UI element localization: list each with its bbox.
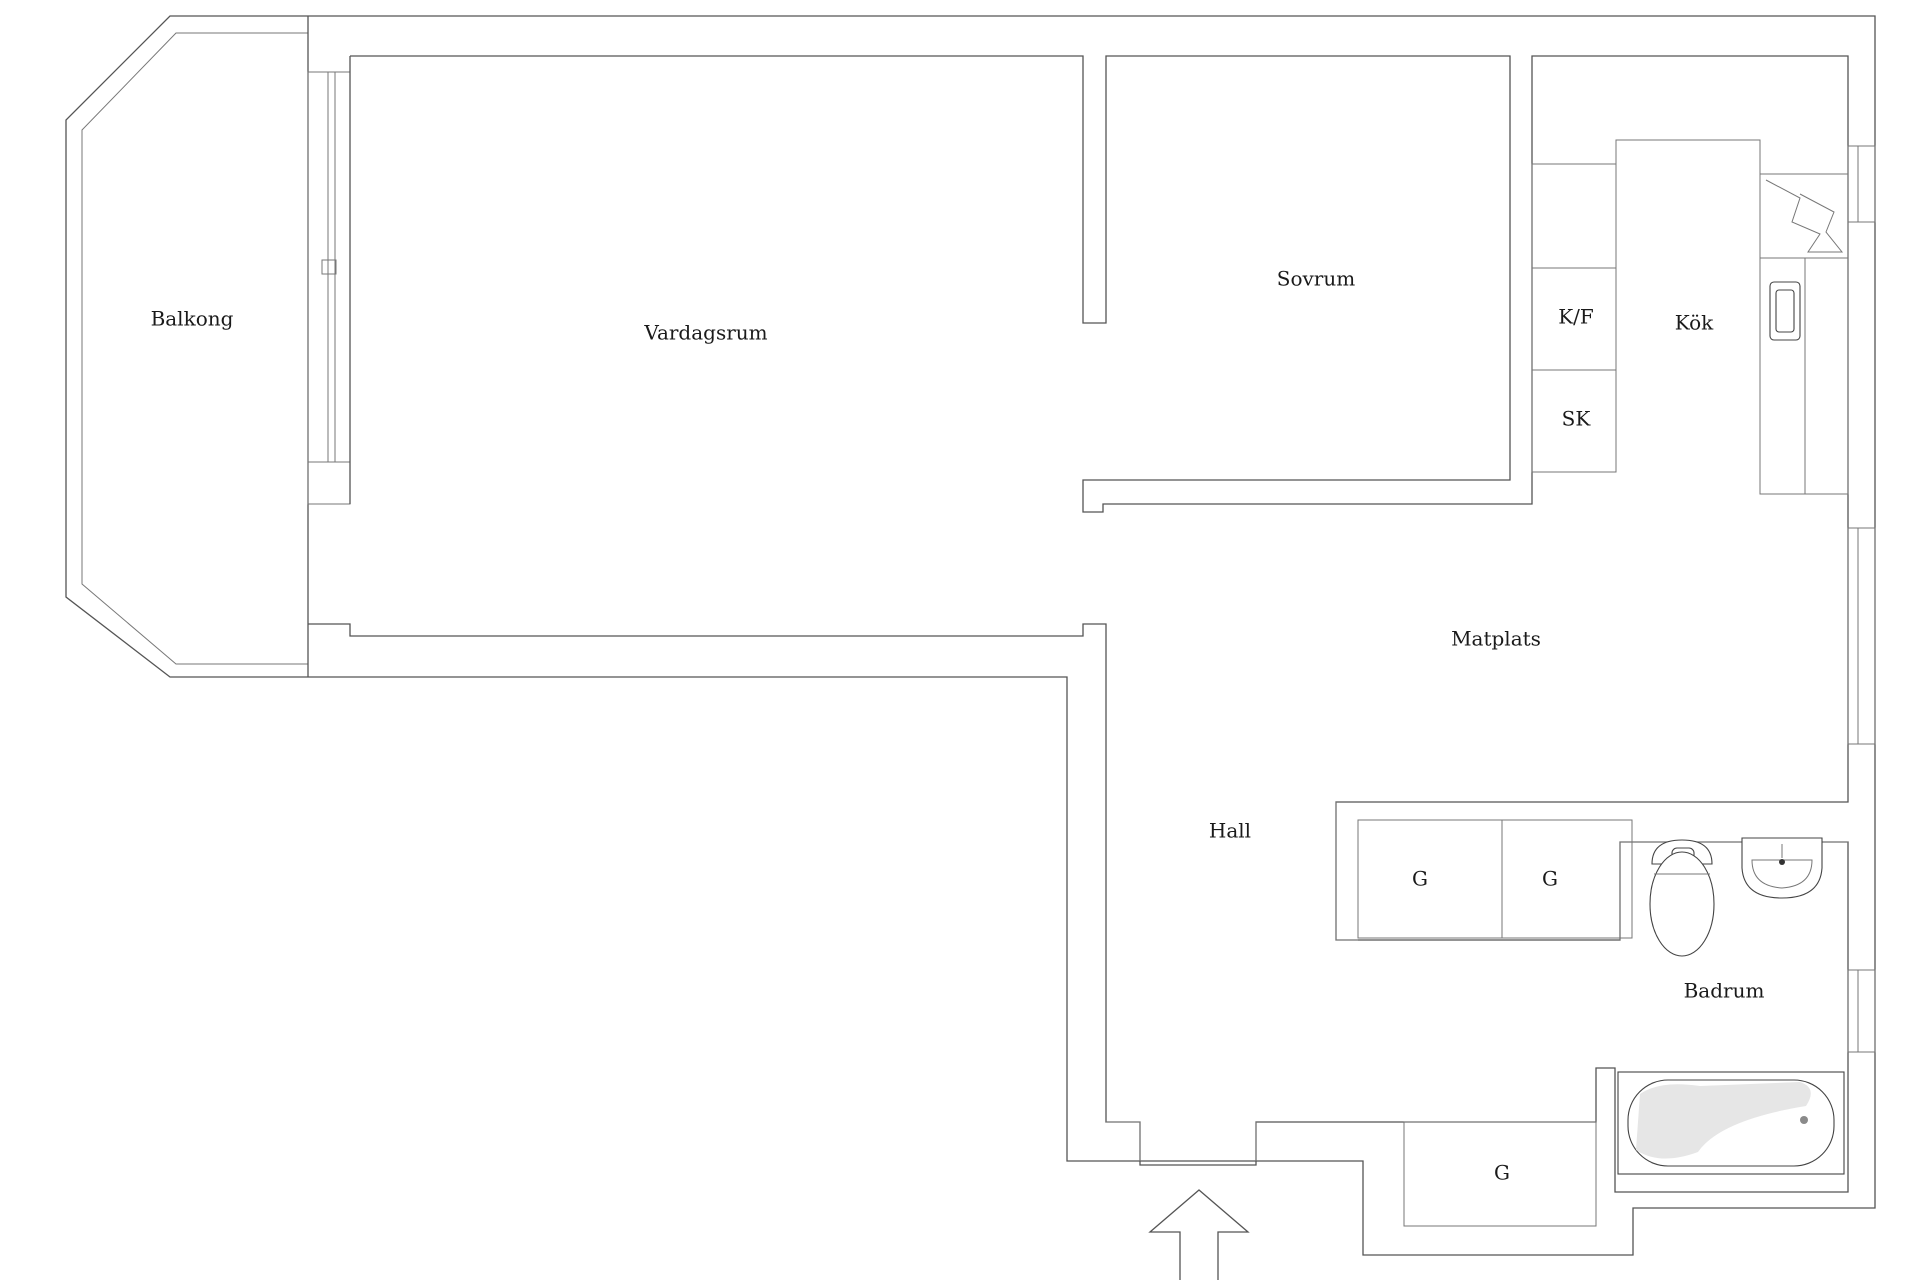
label-balkong: Balkong bbox=[151, 307, 234, 331]
kitchen-sink-icon bbox=[1769, 281, 1801, 341]
label-garderob-2: G bbox=[1542, 867, 1558, 891]
label-matplats: Matplats bbox=[1451, 627, 1541, 651]
label-garderob-1: G bbox=[1412, 867, 1428, 891]
balcony-door bbox=[307, 71, 351, 505]
label-sk: SK bbox=[1562, 407, 1592, 431]
label-badrum: Badrum bbox=[1684, 979, 1765, 1003]
label-vardagsrum: Vardagsrum bbox=[643, 321, 767, 345]
label-hall: Hall bbox=[1209, 819, 1251, 843]
entrance-arrow-icon bbox=[1148, 1189, 1250, 1280]
washbasin-icon bbox=[1741, 837, 1823, 899]
room-labels: Balkong Vardagsrum Sovrum K/F SK Kök Mat… bbox=[151, 267, 1765, 1185]
balcony-rail bbox=[81, 32, 308, 665]
entrance-door bbox=[1106, 1121, 1257, 1161]
outer-wall-outline bbox=[65, 15, 1876, 1256]
windows bbox=[1847, 145, 1876, 1053]
label-kf: K/F bbox=[1558, 305, 1594, 329]
living-room-walls bbox=[308, 55, 1849, 1193]
hall-wardrobes bbox=[1335, 802, 1848, 1227]
bathtub-icon bbox=[1617, 1071, 1845, 1175]
stove-icon bbox=[1759, 173, 1849, 259]
label-kok: Kök bbox=[1675, 311, 1714, 335]
label-garderob-3: G bbox=[1494, 1161, 1510, 1185]
toilet-icon bbox=[1649, 839, 1715, 957]
label-sovrum: Sovrum bbox=[1277, 267, 1355, 291]
